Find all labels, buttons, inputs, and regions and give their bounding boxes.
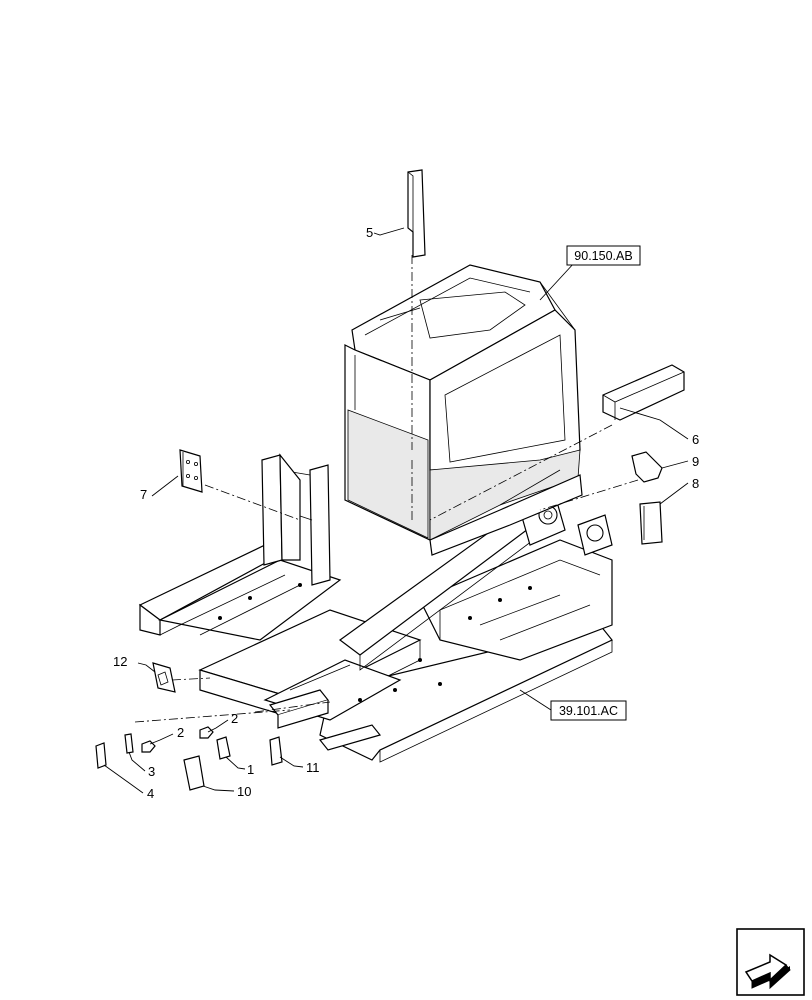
part-12-bracket: [152, 662, 176, 693]
part-9-pad: [631, 451, 663, 483]
part-5-seal-strip: [407, 169, 426, 258]
upper-frame: [138, 453, 613, 763]
part-8-block: [639, 501, 663, 545]
callout-11: 11: [306, 760, 320, 775]
assembly-lines: [134, 255, 639, 723]
next-page-arrow-icon[interactable]: [736, 928, 805, 996]
callout-4: 4: [147, 786, 154, 801]
part-10-pad: [183, 755, 205, 791]
part-3-clip: [124, 733, 134, 754]
leader-lines: [103, 227, 689, 794]
callout-9: 9: [692, 454, 699, 469]
callout-12: 12: [113, 654, 127, 669]
part-7-mounting-plate: [179, 449, 203, 493]
callout-6: 6: [692, 432, 699, 447]
callout-numbers: 5 7 6 9 8 12 2 2 3 1 4 10 11: [113, 225, 699, 801]
callout-2-left: 2: [177, 725, 184, 740]
reference-label-frame: 39.101.AC: [559, 704, 618, 718]
part-4-pad: [95, 742, 107, 769]
part-2-nut-right: [199, 726, 214, 739]
operator-cab: [344, 264, 583, 556]
part-6-cover-panel: [602, 364, 685, 421]
reference-label-cab: 90.150.AB: [574, 249, 632, 263]
part-11-pad: [269, 736, 283, 766]
callout-7: 7: [140, 487, 147, 502]
callout-2-right: 2: [231, 711, 238, 726]
callout-5: 5: [366, 225, 373, 240]
reference-box-frame[interactable]: 39.101.AC: [550, 700, 627, 721]
callout-8: 8: [692, 476, 699, 491]
part-1-clip: [216, 736, 231, 760]
callout-10: 10: [237, 784, 251, 799]
reference-box-cab[interactable]: 90.150.AB: [566, 245, 641, 266]
callout-3: 3: [148, 764, 155, 779]
callout-1: 1: [247, 762, 254, 777]
